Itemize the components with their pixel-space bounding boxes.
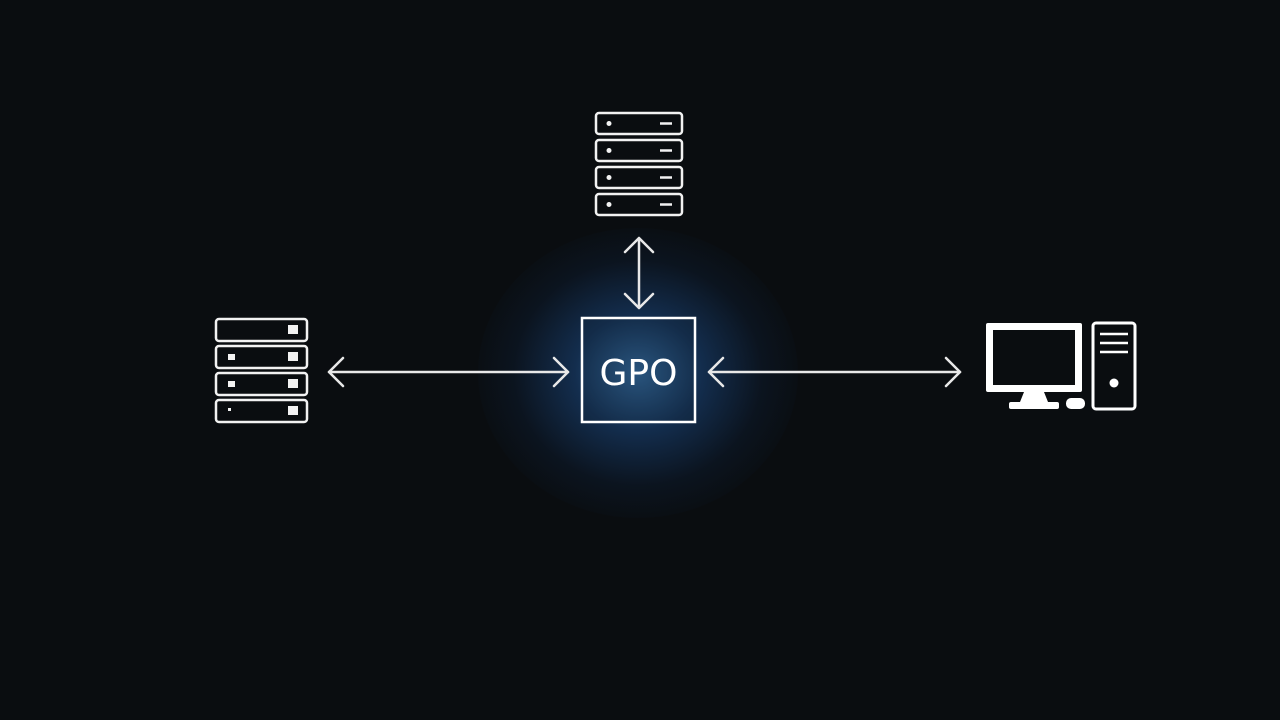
- top-server-rack-icon: [594, 111, 684, 217]
- left-server-rack-icon: [214, 317, 309, 424]
- gpo-node: GPO: [580, 316, 697, 424]
- left-connection-arrow: [327, 356, 570, 388]
- top-connection-arrow: [623, 236, 655, 310]
- gpo-label: GPO: [600, 353, 678, 394]
- desktop-computer-icon: [986, 321, 1137, 411]
- right-connection-arrow: [707, 356, 962, 388]
